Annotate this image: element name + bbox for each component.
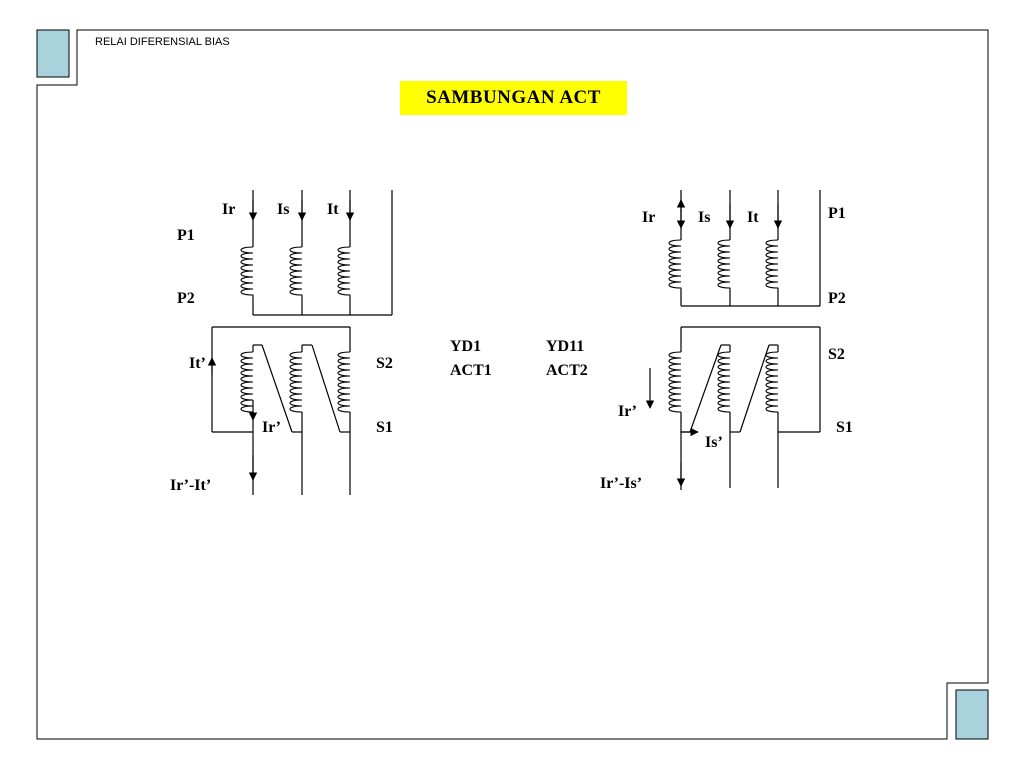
left-label-it-prime: It’ (189, 355, 206, 372)
right-current-arrows (645, 199, 783, 487)
right-primary-coils (668, 239, 779, 290)
right-label-s2: S2 (828, 346, 845, 363)
left-label-is: Is (277, 201, 289, 218)
right-label-it: It (747, 209, 759, 226)
corner-square-bottom-right (955, 689, 989, 740)
header-label: RELAI DIFERENSIAL BIAS (95, 36, 230, 48)
corner-square-top-left (36, 29, 70, 78)
left-label-output: Ir’-It’ (170, 477, 211, 494)
left-label-it: It (327, 201, 339, 218)
slide-frame (36, 29, 989, 740)
label-yd11: YD11 (546, 338, 584, 355)
right-label-output: Ir’-Is’ (600, 475, 642, 492)
left-label-s1: S1 (376, 419, 393, 436)
right-label-is: Is (698, 209, 710, 226)
right-ct-diagram (680, 190, 821, 490)
right-label-p1: P1 (828, 205, 846, 222)
label-yd1: YD1 (450, 338, 481, 355)
right-label-p2: P2 (828, 290, 846, 307)
right-label-s1: S1 (836, 419, 853, 436)
left-label-s2: S2 (376, 355, 393, 372)
left-ct-diagram (211, 190, 393, 495)
right-label-ir: Ir (642, 209, 655, 226)
left-label-p2: P2 (177, 290, 195, 307)
left-current-arrows (207, 200, 355, 481)
right-secondary-coils (668, 351, 779, 413)
left-secondary-coils (240, 351, 351, 413)
right-label-ir-prime: Ir’ (618, 403, 637, 420)
left-label-ir: Ir (222, 201, 235, 218)
left-label-ir-prime: Ir’ (262, 419, 281, 436)
label-act2: ACT2 (546, 362, 588, 379)
left-primary-coils (240, 246, 351, 297)
slide-title: SAMBUNGAN ACT (400, 81, 627, 115)
label-act1: ACT1 (450, 362, 492, 379)
right-label-is-prime: Is’ (705, 434, 723, 451)
left-label-p1: P1 (177, 227, 195, 244)
